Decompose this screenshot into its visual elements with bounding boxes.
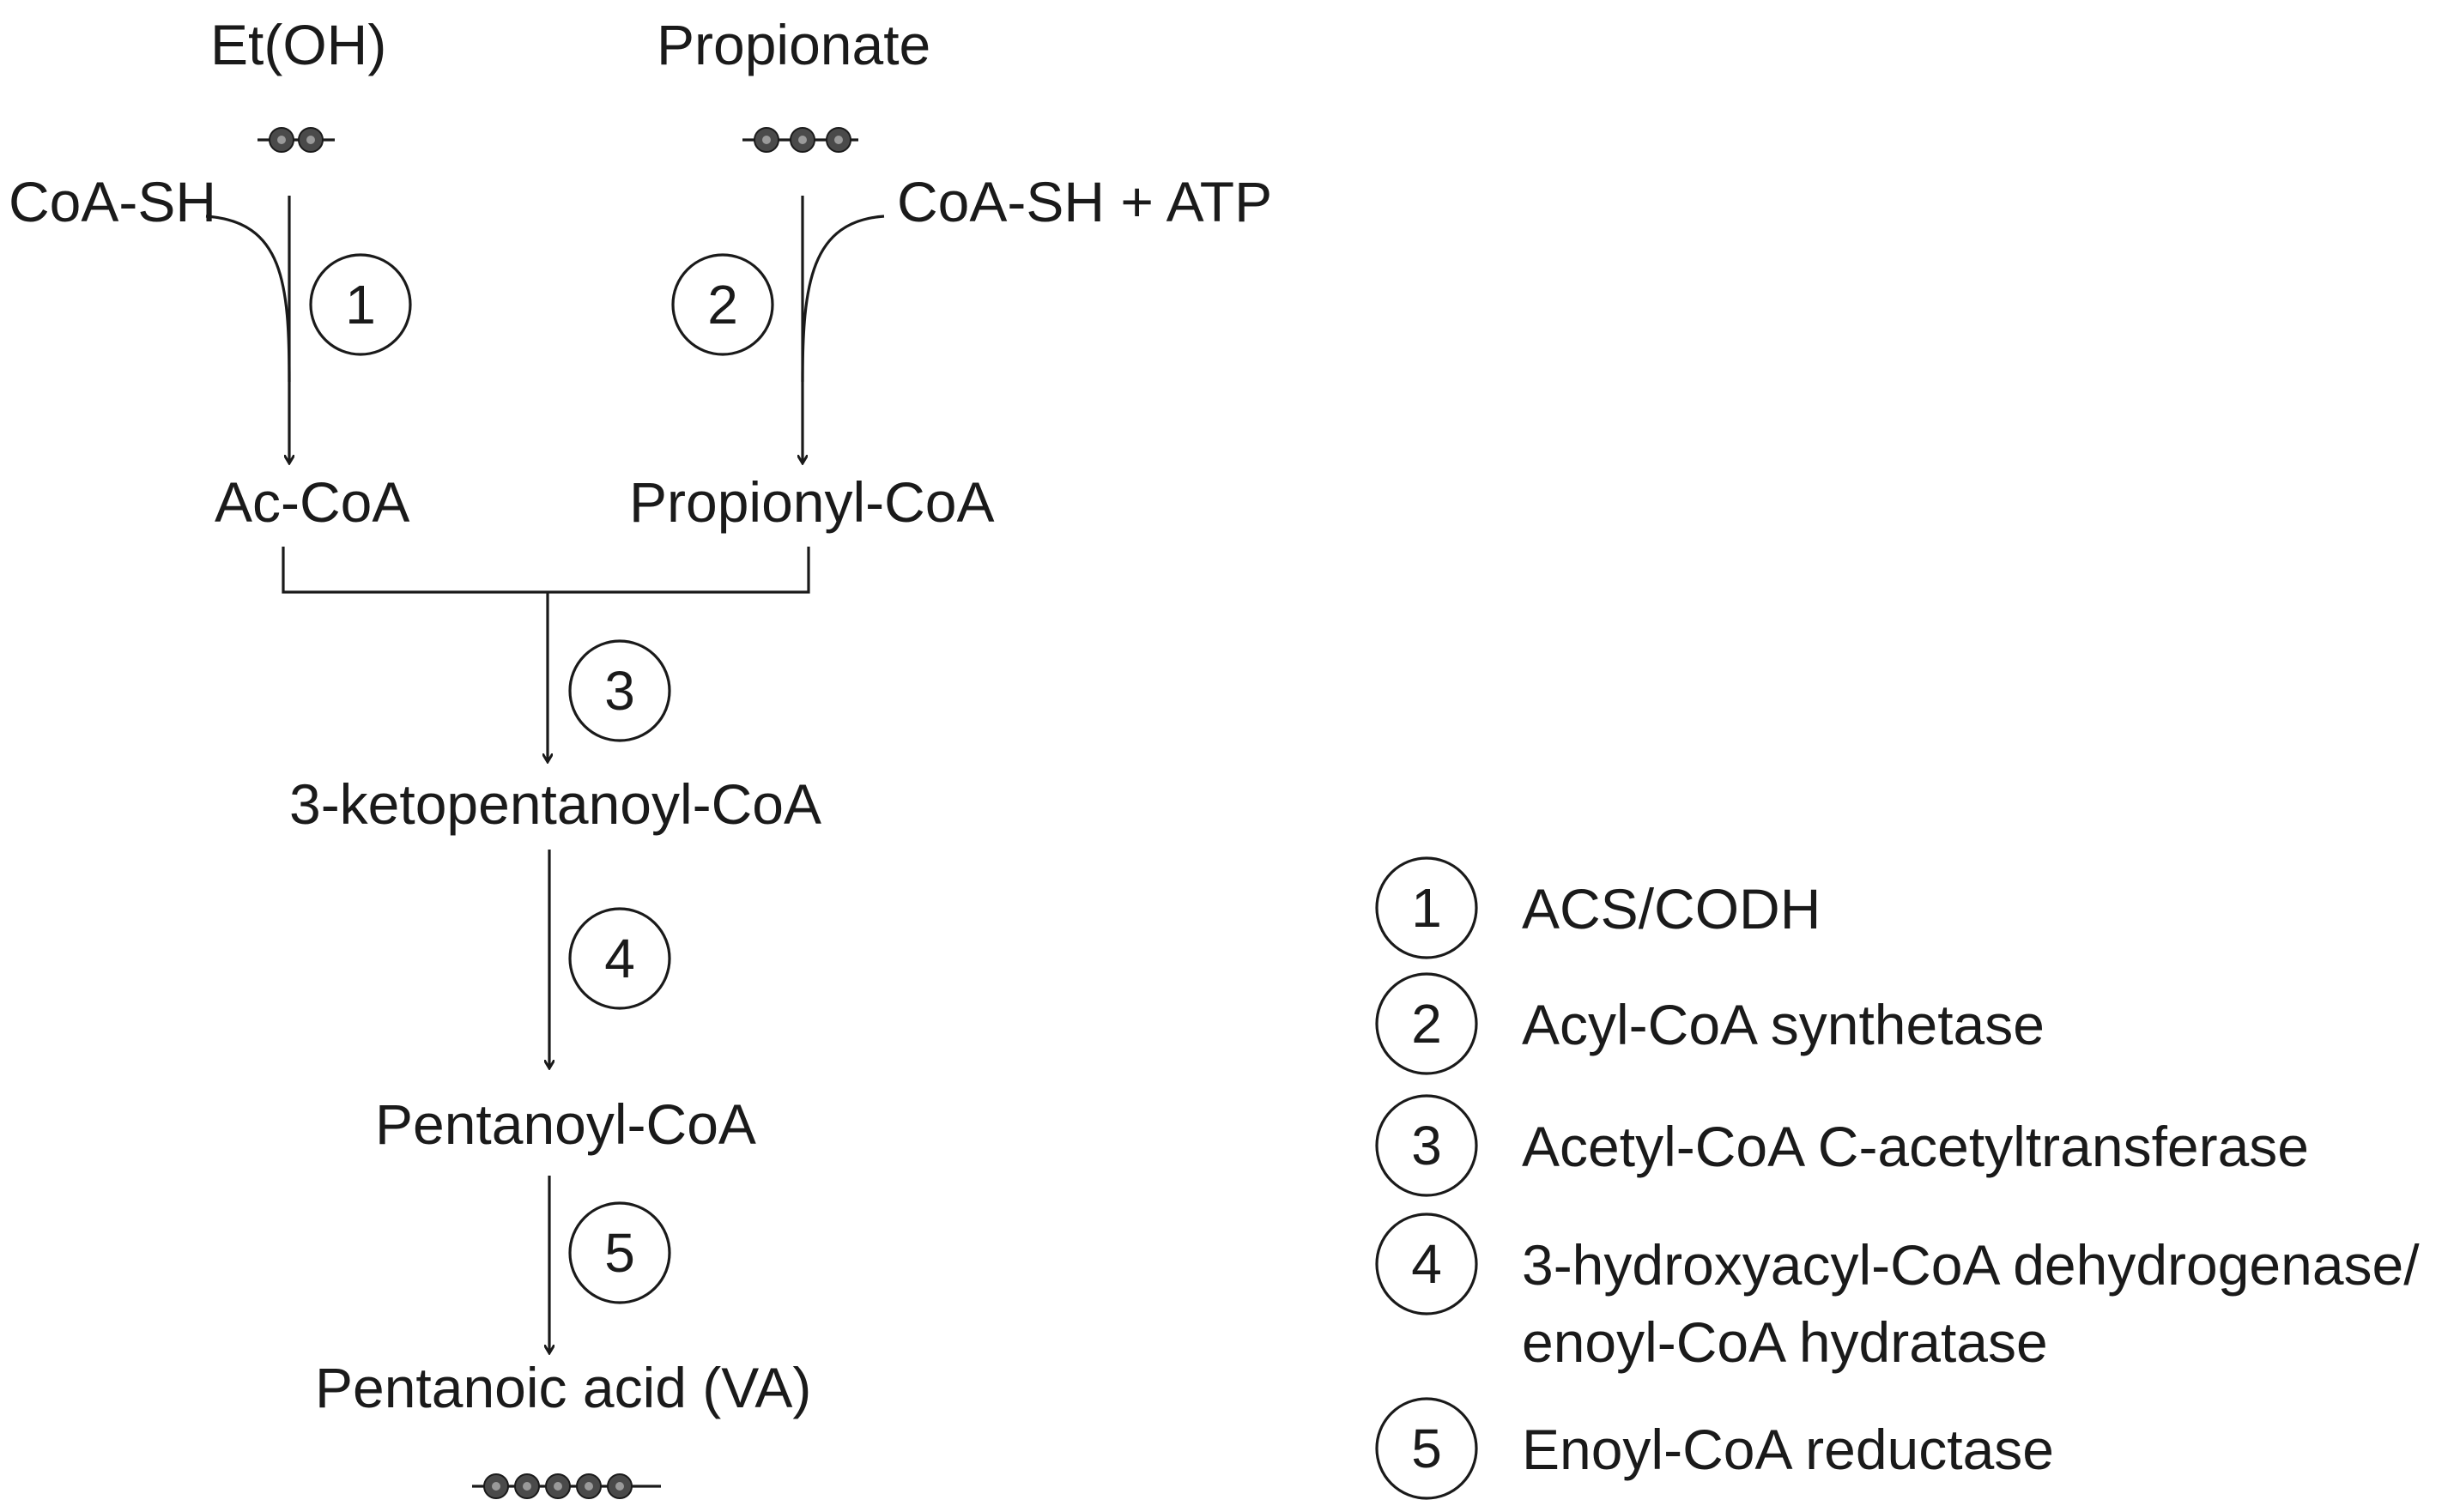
propionyl-coa-label: Propionyl-CoA <box>629 470 995 534</box>
legend-label: Acetyl-CoA C-acetyltransferase <box>1522 1115 2309 1178</box>
pentanoic-acid-label: Pentanoic acid (VA) <box>315 1356 811 1419</box>
legend-label: 3-hydroxyacyl-CoA dehydrogenase/ <box>1522 1233 2420 1297</box>
enzyme-legend: 1 ACS/CODH 2 Acyl-CoA synthetase 3 Acety… <box>1375 856 2420 1500</box>
step4-circle <box>568 907 671 1010</box>
ketopentanoyl-coa-label: 3-ketopentanoyl-CoA <box>289 772 821 836</box>
coa-sh-label: CoA-SH <box>9 170 216 233</box>
ethanol-carbon-chain-icon <box>258 127 335 153</box>
ethanol-label: Et(OH) <box>210 13 386 76</box>
legend-label: Acyl-CoA synthetase <box>1522 993 2045 1056</box>
legend-item-5: 5 Enoyl-CoA reductase <box>1375 1397 2054 1500</box>
legend-number: 2 <box>1411 993 1442 1055</box>
legend-label: ACS/CODH <box>1522 877 1821 940</box>
step2-circle <box>671 253 774 356</box>
legend-number: 5 <box>1411 1418 1442 1479</box>
coa-sh-join-curve <box>205 215 291 383</box>
legend-item-3: 3 Acetyl-CoA C-acetyltransferase <box>1375 1094 2309 1197</box>
step3-circle <box>568 639 671 742</box>
legend-item-2: 2 Acyl-CoA synthetase <box>1375 972 2045 1075</box>
legend-item-1: 1 ACS/CODH <box>1375 856 1821 959</box>
step2-number: 2 <box>707 274 738 336</box>
pentanoic-acid-carbon-chain-icon <box>472 1473 661 1499</box>
step1-number: 1 <box>345 274 376 336</box>
coa-sh-atp-label: CoA-SH + ATP <box>897 170 1272 233</box>
propionate-carbon-chain-icon <box>742 127 858 153</box>
acetyl-coa-label: Ac-CoA <box>215 470 409 534</box>
condensation-bracket <box>282 547 810 594</box>
legend-number: 1 <box>1411 877 1442 939</box>
legend-item-4: 4 3-hydroxyacyl-CoA dehydrogenase/ enoyl… <box>1375 1213 2420 1374</box>
step4-number: 4 <box>604 928 635 989</box>
step5-number: 5 <box>604 1222 635 1284</box>
step5-circle <box>568 1201 671 1304</box>
step3-number: 3 <box>604 660 635 722</box>
legend-label: Enoyl-CoA reductase <box>1522 1418 2054 1481</box>
coa-sh-atp-join-curve <box>801 215 885 383</box>
legend-label-continued: enoyl-CoA hydratase <box>1522 1310 2048 1374</box>
step1-circle <box>309 253 412 356</box>
legend-number: 4 <box>1411 1233 1442 1295</box>
legend-number: 3 <box>1411 1115 1442 1176</box>
propionate-label: Propionate <box>657 13 930 76</box>
pentanoyl-coa-label: Pentanoyl-CoA <box>375 1092 756 1156</box>
